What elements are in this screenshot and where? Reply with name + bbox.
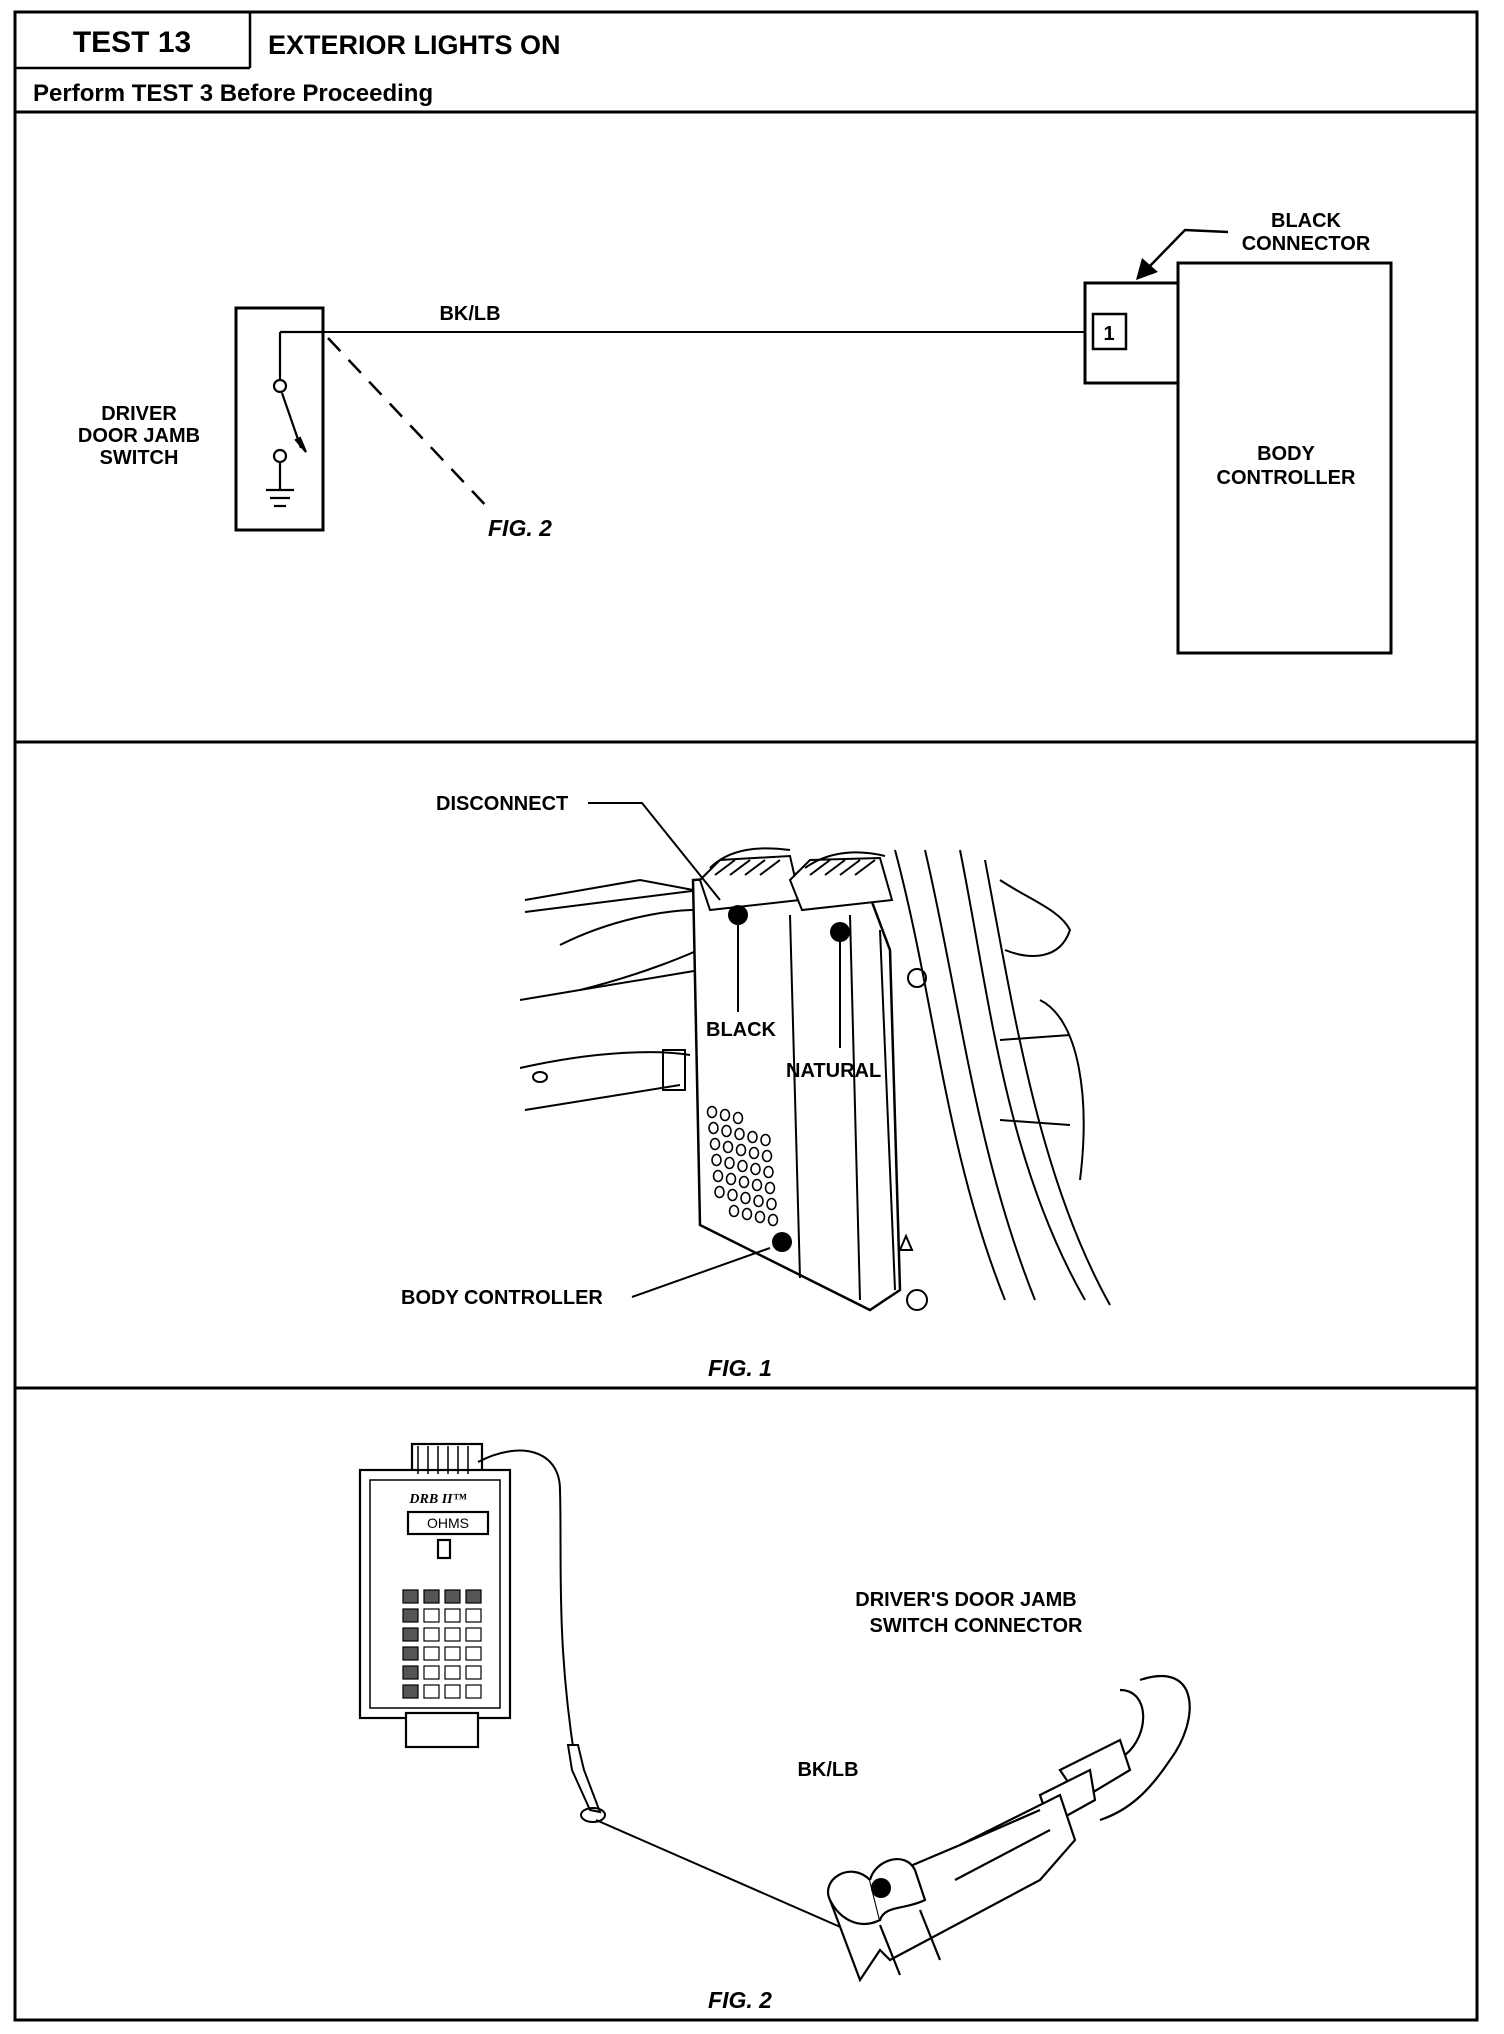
connector-label-line1: BLACK (1271, 210, 1342, 232)
black-connector-label: BLACK (706, 1019, 777, 1041)
vent-hole (725, 1172, 737, 1186)
keypad-key (444, 1589, 461, 1604)
switch-symbol-icon (266, 330, 323, 508)
keypad-key (423, 1627, 440, 1642)
vent-hole (732, 1111, 744, 1125)
tester-display: OHMS (427, 1515, 469, 1531)
vent-hole (750, 1162, 761, 1176)
probe-point-dot (871, 1878, 891, 1898)
page-frame (13, 10, 1479, 2022)
disconnect-label: DISCONNECT (436, 793, 568, 815)
keypad-key (423, 1646, 440, 1661)
vent-hole (714, 1185, 725, 1199)
controller-label-line1: BODY (1257, 443, 1315, 465)
vent-hole (748, 1146, 760, 1160)
keypad-key (423, 1589, 440, 1604)
fig2-reference-line (327, 337, 491, 511)
vent-hole (727, 1188, 738, 1202)
vent-hole (766, 1197, 777, 1211)
fig2-reference: FIG. 2 (488, 515, 552, 541)
fig2-wire-label: BK/LB (797, 1759, 858, 1781)
vent-hole (712, 1169, 724, 1183)
keypad-key (465, 1665, 482, 1680)
figure1-illustration (519, 847, 1111, 1312)
keypad-key (465, 1589, 482, 1604)
figure1-callout-lines (588, 802, 841, 1298)
vent-hole (751, 1178, 763, 1192)
vent-hole (719, 1108, 731, 1122)
switch-label-line1: DRIVER (101, 403, 177, 425)
door-jamb-switch-box (234, 306, 325, 532)
keypad-key (465, 1684, 482, 1699)
keypad-key (402, 1627, 419, 1642)
keypad-key (402, 1589, 419, 1604)
page-title: EXTERIOR LIGHTS ON (268, 30, 561, 60)
vent-hole (763, 1165, 774, 1179)
test-label: TEST 13 (73, 26, 191, 59)
keypad-key (402, 1684, 419, 1699)
vent-hole (741, 1207, 753, 1221)
vent-hole (764, 1181, 776, 1195)
vent-hole (737, 1159, 748, 1173)
keypad-key (402, 1646, 419, 1661)
pin-1-box (1091, 312, 1128, 351)
vent-hole (738, 1175, 750, 1189)
vent-hole (721, 1124, 732, 1138)
vent-hole (708, 1121, 719, 1135)
connector-label-line1: DRIVER'S DOOR JAMB (855, 1589, 1076, 1611)
vent-hole (754, 1210, 766, 1224)
vent-hole (711, 1153, 722, 1167)
body-controller-box (1176, 261, 1393, 655)
keypad-key (444, 1646, 461, 1661)
vent-hole (722, 1140, 734, 1154)
connector-label-line2: CONNECTOR (1242, 233, 1371, 255)
fig1-caption: FIG. 1 (708, 1355, 772, 1381)
keypad-key (444, 1684, 461, 1699)
wiring-schematic: DRIVER DOOR JAMB SWITCH BK/LB FIG. 2 1 B… (78, 210, 1393, 655)
vent-hole (724, 1156, 735, 1170)
wire-label: BK/LB (439, 303, 500, 325)
tester-keypad (402, 1589, 482, 1699)
connector-label-line2: SWITCH CONNECTOR (870, 1615, 1084, 1637)
keypad-key (465, 1608, 482, 1623)
door-jamb-switch-connector (827, 1674, 1191, 1983)
vent-hole (747, 1130, 758, 1144)
vent-hole (767, 1213, 779, 1227)
test-lead (477, 1449, 871, 1941)
body-controller-label: BODY CONTROLLER (401, 1287, 603, 1309)
switch-label-line2: DOOR JAMB (78, 425, 200, 447)
keypad-key (444, 1608, 461, 1623)
vent-hole (760, 1133, 771, 1147)
connector-arrow-icon (1136, 228, 1229, 280)
fig2-caption: FIG. 2 (708, 1987, 772, 2013)
vent-hole (735, 1143, 747, 1157)
pin-number: 1 (1103, 323, 1114, 345)
natural-connector-label: NATURAL (786, 1060, 881, 1082)
keypad-key (465, 1627, 482, 1642)
keypad-key (402, 1665, 419, 1680)
keypad-key (423, 1684, 440, 1699)
vent-hole (728, 1204, 740, 1218)
switch-label-line3: SWITCH (100, 447, 179, 469)
tester-brand: DRB II™ (408, 1492, 466, 1507)
vent-hole (706, 1105, 718, 1119)
vent-hole (709, 1137, 721, 1151)
controller-label-line2: CONTROLLER (1217, 467, 1356, 489)
vent-hole (761, 1149, 773, 1163)
keypad-key (402, 1608, 419, 1623)
vent-hole (734, 1127, 745, 1141)
keypad-key (444, 1665, 461, 1680)
keypad-key (465, 1646, 482, 1661)
keypad-key (423, 1608, 440, 1623)
keypad-key (423, 1665, 440, 1680)
vent-hole (753, 1194, 764, 1208)
figure1-callout-dots (728, 905, 850, 1252)
vent-hole (740, 1191, 751, 1205)
figure1-vent-holes (706, 1105, 779, 1227)
prerequisite-note: Perform TEST 3 Before Proceeding (33, 80, 433, 107)
keypad-key (444, 1627, 461, 1642)
